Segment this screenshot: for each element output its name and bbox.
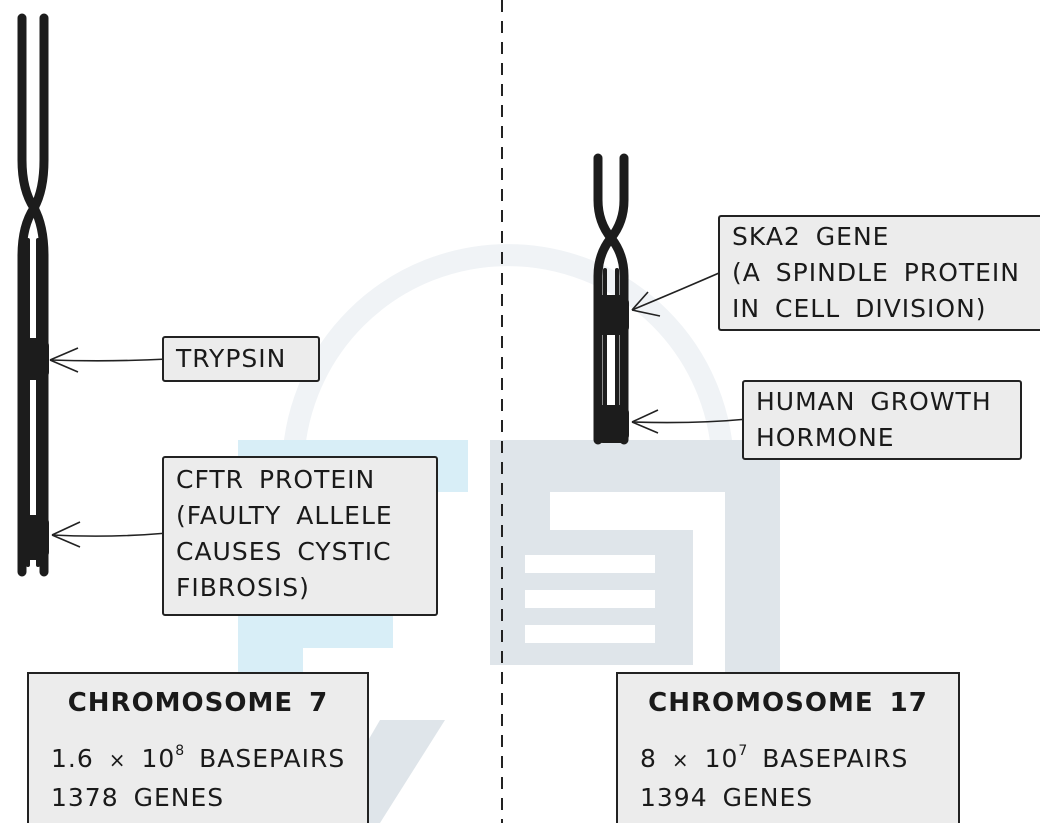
label-ska2-gene: SKA2 GENE (A SPINDLE PROTEIN IN CELL DIV… — [718, 215, 1040, 331]
label-cftr-line-2: (FAULTY ALLELE — [176, 498, 424, 534]
label-cftr-line-1: CFTR PROTEIN — [176, 462, 424, 498]
label-human-growth-hormone: HUMAN GROWTH HORMONE — [742, 380, 1022, 460]
chromosome-17-genes: 1394 GENES — [618, 779, 958, 817]
chromosome-17-info: CHROMOSOME 17 8 × 107 BASEPAIRS 1394 GEN… — [616, 672, 960, 823]
chromosome-7-title: CHROMOSOME 7 — [29, 688, 367, 718]
label-hgh-line-2: HORMONE — [756, 420, 1008, 456]
label-ska2-line-2: (A SPINDLE PROTEIN — [732, 255, 1036, 291]
chromosome-7 — [19, 18, 49, 572]
label-hgh-line-1: HUMAN GROWTH — [756, 384, 1008, 420]
label-trypsin-line: TRYPSIN — [176, 341, 306, 377]
label-cftr-line-4: FIBROSIS) — [176, 570, 424, 606]
chromosome-7-info: CHROMOSOME 7 1.6 × 108 BASEPAIRS 1378 GE… — [27, 672, 369, 823]
chromosome-7-genes: 1378 GENES — [29, 779, 367, 817]
label-ska2-line-1: SKA2 GENE — [732, 219, 1036, 255]
label-ska2-line-3: IN CELL DIVISION) — [732, 291, 1036, 327]
label-cftr-line-3: CAUSES CYSTIC — [176, 534, 424, 570]
chromosome-17-basepairs: 8 × 107 BASEPAIRS — [618, 732, 958, 779]
label-cftr-protein: CFTR PROTEIN (FAULTY ALLELE CAUSES CYSTI… — [162, 456, 438, 616]
chromosome-17-title: CHROMOSOME 17 — [618, 688, 958, 718]
chromosome-17 — [595, 158, 629, 443]
chromosome-7-basepairs: 1.6 × 108 BASEPAIRS — [29, 732, 367, 779]
label-trypsin: TRYPSIN — [162, 336, 320, 382]
